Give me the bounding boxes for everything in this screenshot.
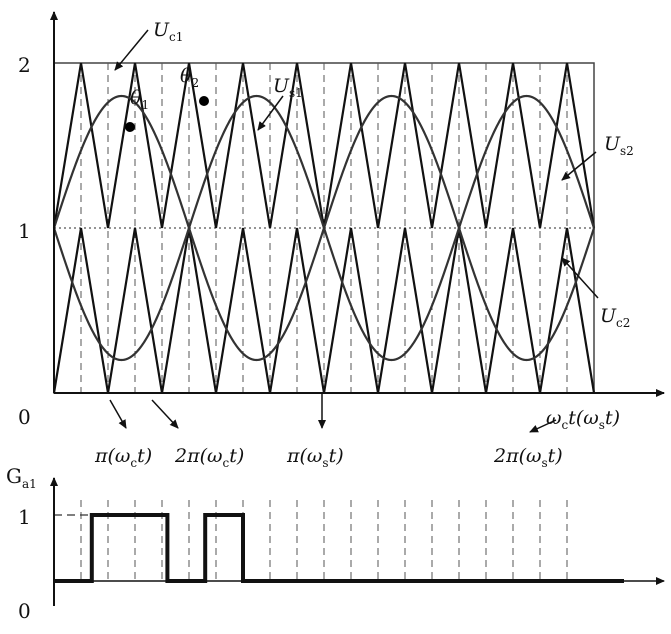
us1-label: Us1 (273, 75, 303, 100)
uc2-callout (561, 257, 599, 299)
lower-vertical-dashed-gridlines (80, 500, 568, 581)
theta2-label: θ2 (180, 65, 199, 90)
tick-label-1: 1 (18, 219, 31, 243)
lower-tick-label-0: 0 (18, 599, 31, 623)
gate-signal-ga1 (54, 513, 624, 583)
pi-wc-callout (109, 399, 127, 429)
two-pi-wc-label: 2π(ωct) (174, 445, 244, 470)
two-pi-wc-callout (151, 399, 179, 429)
tick-label-2: 2 (18, 53, 31, 77)
vertical-dashed-gridlines (80, 63, 568, 393)
theta1-label: θ1 (130, 87, 149, 112)
two-pi-ws-callout (529, 419, 557, 433)
lower-tick-label-1: 1 (18, 505, 31, 529)
x-axis-label: ωct(ωst) (546, 407, 620, 432)
theta2-point (199, 96, 209, 106)
uc1-callout (114, 29, 149, 71)
us2-callout (561, 151, 597, 181)
pi-ws-label: π(ωst) (286, 445, 344, 470)
us2-label: Us2 (604, 133, 634, 158)
pi-wc-label: π(ωct) (94, 445, 152, 470)
tick-label-0: 0 (18, 405, 31, 429)
theta1-point (125, 122, 135, 132)
us1-callout (257, 95, 284, 131)
signal-us2-curve (52, 94, 596, 362)
two-pi-ws-label: 2π(ωst) (493, 445, 563, 470)
uc1-label: Uc1 (153, 19, 183, 44)
ga1-axis-label: Ga1 (6, 464, 37, 491)
uc2-label: Uc2 (600, 305, 630, 330)
